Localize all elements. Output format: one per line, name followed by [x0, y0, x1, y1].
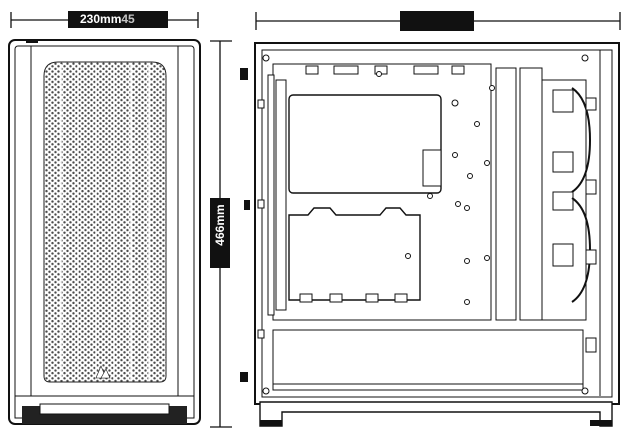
case-front-view — [8, 39, 201, 425]
height-label: 466mm — [210, 198, 230, 268]
corsair-sails-logo-icon — [95, 365, 111, 379]
width-label: 230mm45 — [68, 11, 168, 28]
cpu-cutout-lower — [288, 207, 421, 301]
front-mesh-panel — [43, 61, 167, 383]
height-dimension-line — [210, 40, 232, 428]
depth-label — [400, 11, 474, 31]
side-bottom-foot — [259, 401, 613, 427]
case-side-view — [240, 42, 620, 427]
width-dimension-line — [10, 12, 199, 28]
depth-dimension-line — [255, 12, 621, 30]
cpu-cutout-upper — [288, 94, 442, 194]
